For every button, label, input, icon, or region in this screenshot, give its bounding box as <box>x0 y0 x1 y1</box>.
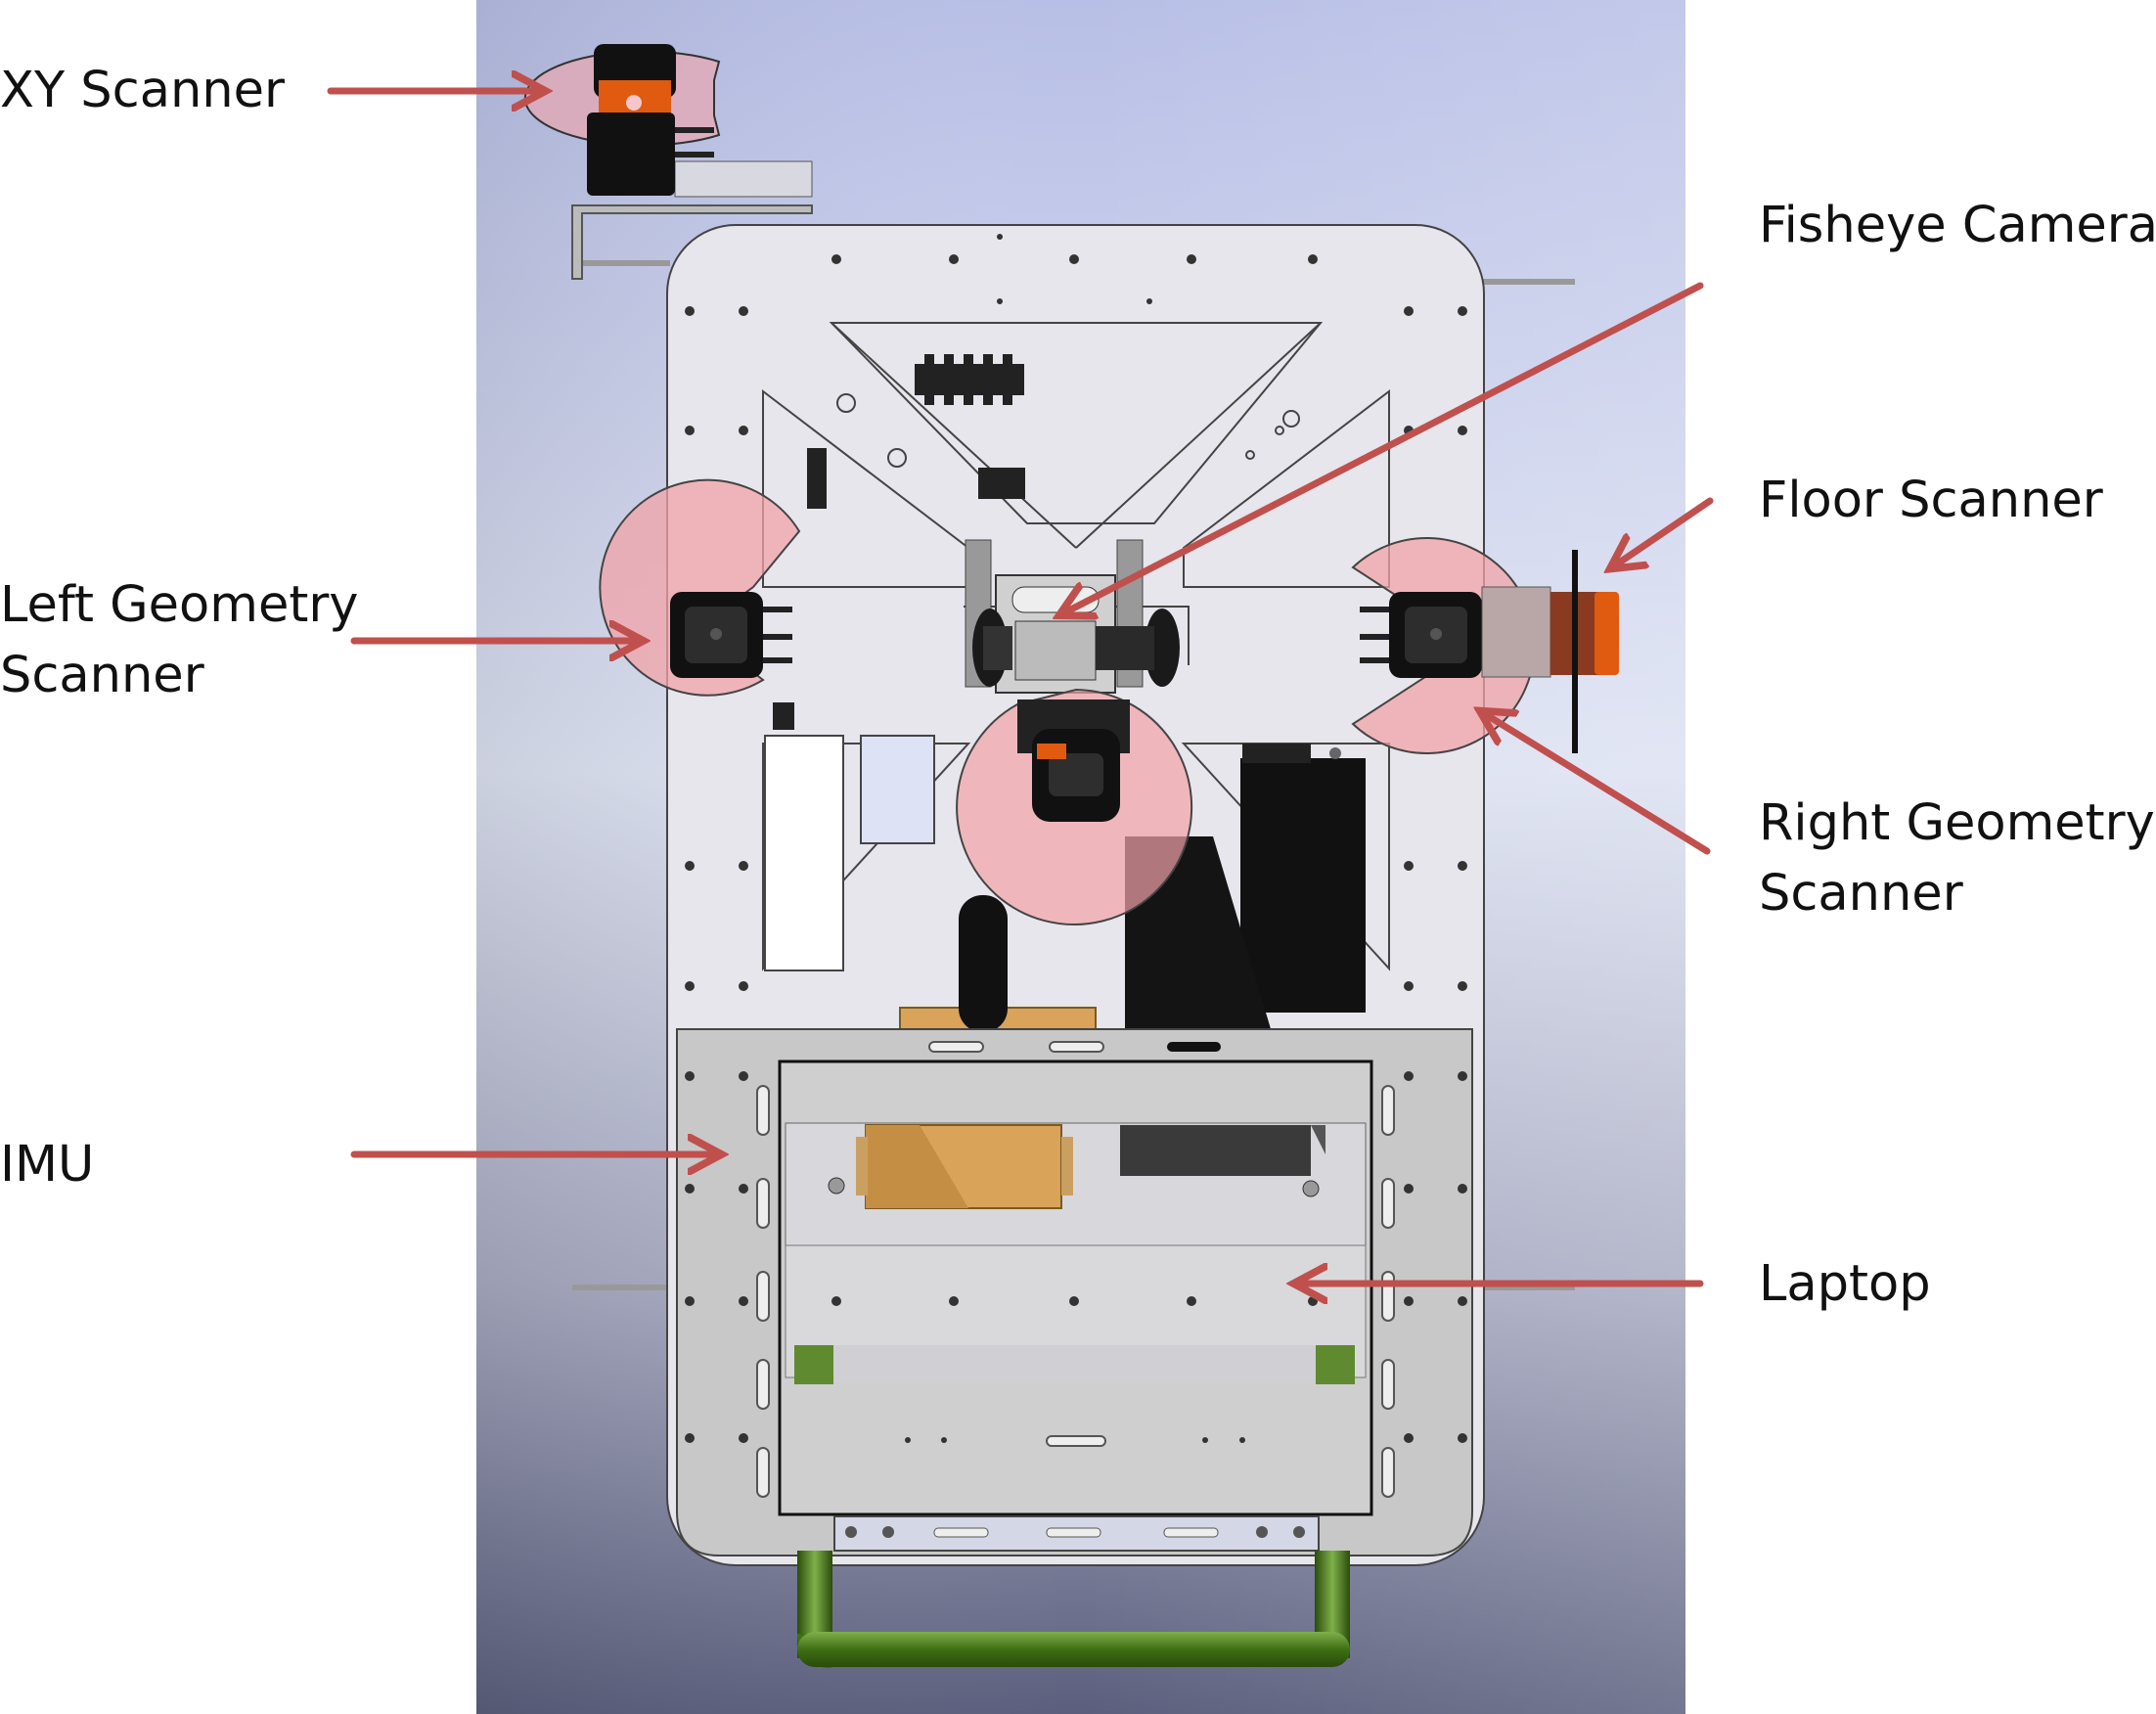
label-imu: IMU <box>0 1136 95 1194</box>
handle-mount <box>833 1515 1320 1552</box>
green-handle <box>797 1551 1350 1668</box>
tray-slots <box>756 1041 1395 1498</box>
side-bracket <box>1482 1285 1575 1290</box>
label-right-geometry-line2: Scanner <box>1759 865 1963 923</box>
terminal-block <box>807 354 1025 509</box>
side-bracket <box>1482 279 1575 285</box>
arrow-fisheye <box>1061 282 1704 614</box>
annotation-arrows <box>327 91 1714 1284</box>
side-bracket <box>572 260 670 266</box>
label-left-geometry-line2: Scanner <box>0 647 204 704</box>
label-floor-scanner: Floor Scanner <box>1759 472 2103 529</box>
label-laptop: Laptop <box>1759 1255 1931 1313</box>
label-xy-scanner: XY Scanner <box>0 62 285 119</box>
left-geometry-scanner <box>670 592 794 730</box>
mounting-holes <box>685 234 1467 991</box>
battery <box>1240 758 1366 1013</box>
tray-holes <box>685 1071 1467 1443</box>
floor-scanner <box>1481 550 1619 753</box>
label-fisheye-cameras: Fisheye Cameras <box>1759 197 2156 254</box>
electronics-panel <box>860 735 935 844</box>
arrow-floor-scanner <box>1612 497 1714 567</box>
arrow-right-geometry <box>1482 712 1711 855</box>
electronics-panel <box>764 735 844 971</box>
laptop-tray <box>676 1028 1473 1556</box>
label-right-geometry-line1: Right Geometry <box>1759 794 2155 852</box>
label-left-geometry-line1: Left Geometry <box>0 576 359 634</box>
side-bracket <box>572 1285 670 1290</box>
imu <box>828 1124 1325 1209</box>
xy-scanner <box>523 44 813 280</box>
right-geometry-scanner <box>1360 592 1482 678</box>
